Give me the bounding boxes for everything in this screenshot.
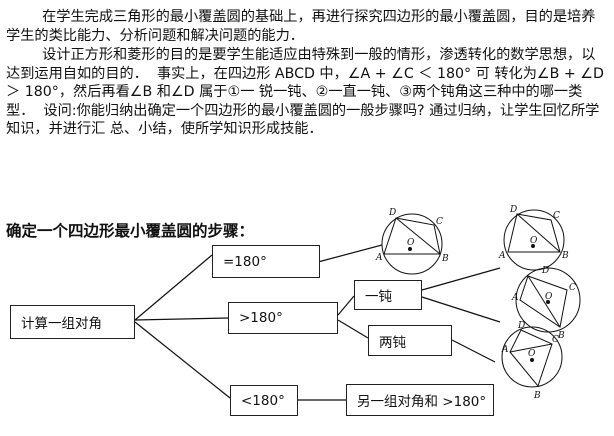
svg-text:O: O: [530, 236, 538, 246]
connector-lines: [134, 244, 501, 401]
svg-text:C: C: [569, 283, 576, 293]
gt-180-box: >180°: [228, 302, 338, 334]
svg-text:D: D: [509, 205, 517, 215]
root-box: 计算一组对角: [10, 305, 135, 339]
svg-text:O: O: [545, 292, 553, 302]
eq-180-box: =180°: [212, 245, 320, 278]
other-pair-label: 另一组对角和 >180°: [357, 394, 487, 410]
svg-text:B: B: [441, 254, 449, 264]
svg-text:O: O: [528, 349, 536, 359]
svg-text:B: B: [533, 391, 541, 401]
figure-eq-180: [381, 213, 443, 275]
svg-text:O: O: [407, 238, 415, 248]
lt-180-box: <180°: [230, 385, 298, 416]
svg-text:C: C: [436, 217, 443, 227]
svg-text:C: C: [552, 335, 559, 345]
two-obtuse-label: 两钝: [379, 334, 406, 351]
svg-text:C: C: [553, 211, 560, 221]
root-label: 计算一组对角: [21, 316, 102, 332]
svg-text:A: A: [498, 251, 506, 261]
svg-text:B: B: [557, 331, 565, 341]
other-pair-box: 另一组对角和 >180°: [346, 384, 494, 416]
figure-eq-180-labels: D C A B O: [375, 208, 449, 264]
one-obtuse-label: 一钝: [365, 289, 392, 305]
svg-text:D: D: [541, 266, 549, 276]
two-obtuse-box: 两钝: [368, 325, 452, 356]
svg-text:D: D: [517, 321, 525, 331]
svg-text:B: B: [561, 251, 569, 261]
gt-180-label: >180°: [239, 310, 283, 326]
intro-paragraph-1: 在学生完成三角形的最小覆盖圆的基础上，再进行探究四边形的最小覆盖圆，目的是培养学…: [6, 9, 596, 44]
svg-text:A: A: [511, 293, 519, 303]
intro-paragraph-2: 设计正方形和菱形的目的是要学生能适应由特殊到一般的情形，渗透转化的数学思想，以达…: [6, 47, 609, 137]
svg-text:A: A: [375, 253, 383, 263]
flowchart-title: 确定一个四边形最小覆盖圆的步骤：: [6, 222, 255, 240]
figure-two-obtuse: [501, 326, 563, 388]
figure-one-obtuse-a: [503, 209, 565, 271]
svg-text:A: A: [501, 345, 509, 355]
eq-180-label: =180°: [223, 253, 267, 270]
one-obtuse-box: 一钝: [354, 280, 422, 310]
lt-180-label: <180°: [241, 392, 285, 409]
svg-text:D: D: [388, 208, 396, 218]
